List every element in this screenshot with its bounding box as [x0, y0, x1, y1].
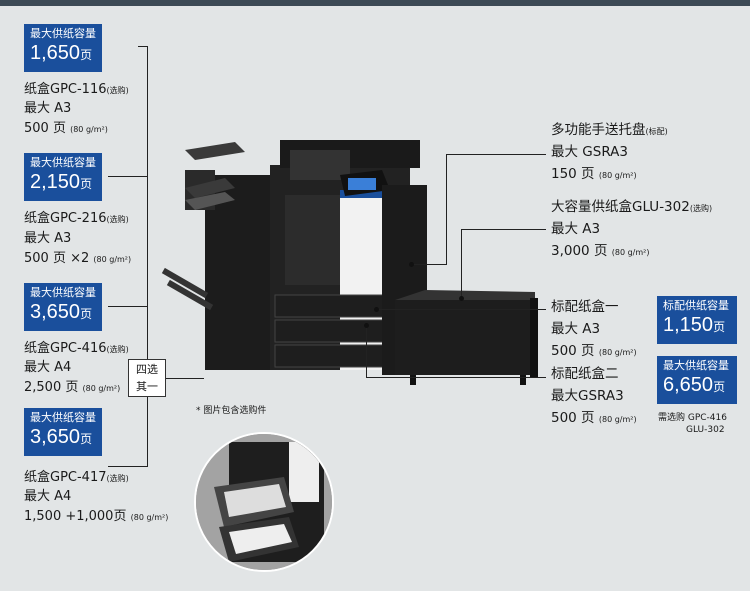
bracket-tick — [108, 466, 148, 467]
pointer-line — [166, 378, 204, 379]
connector-line — [461, 229, 462, 299]
max-capacity-badge: 最大供纸容量 6,650页 — [657, 356, 737, 404]
right-size-2: 最大 A3 — [551, 221, 601, 237]
connector-line — [461, 229, 546, 230]
pick-one-label: 四选 其一 — [128, 359, 166, 397]
tray-size-2: 最大 A3 — [24, 231, 72, 246]
tray-name-1: 纸盒GPC-116(选购) — [24, 82, 129, 97]
right-size-3: 最大 A3 — [551, 321, 601, 337]
bracket-line — [147, 46, 148, 466]
printer-image — [161, 140, 538, 385]
tray-cap-1: 500 页 (80 g/m²) — [24, 121, 108, 136]
tray-size-3: 最大 A4 — [24, 360, 72, 375]
bracket-tick — [108, 176, 148, 177]
connector-line — [366, 377, 546, 378]
connector-line — [413, 264, 447, 265]
options-note: * 图片包含选购件 — [196, 406, 267, 416]
connector-dot — [409, 262, 414, 267]
bracket-tick — [108, 306, 148, 307]
standard-capacity-badge: 标配供纸容量 1,150页 — [657, 296, 737, 344]
connector-line — [446, 154, 447, 264]
drawer-closeup-image — [194, 432, 334, 572]
tray-name-4: 纸盒GPC-417(选购) — [24, 470, 129, 485]
capacity-badge-3: 最大供纸容量 3,650页 — [24, 283, 102, 331]
right-size-1: 最大 GSRA3 — [551, 144, 628, 160]
right-name-2: 大容量供纸盒GLU-302(选购) — [551, 199, 713, 215]
bracket-tick — [138, 46, 148, 47]
capacity-badge-4: 最大供纸容量 3,650页 — [24, 408, 102, 456]
tray-cap-3: 2,500 页 (80 g/m²) — [24, 380, 121, 395]
capacity-badge-2: 最大供纸容量 2,150页 — [24, 153, 102, 201]
right-cap-4: 500 页 (80 g/m²) — [551, 410, 637, 426]
top-bar — [0, 0, 750, 6]
connector-dot — [374, 307, 379, 312]
capacity-badge-1: 最大供纸容量 1,650页 — [24, 24, 102, 72]
right-note-1: 需选购 GPC-416 — [658, 413, 727, 423]
connector-dot — [364, 323, 369, 328]
right-name-4: 标配纸盒二 — [551, 366, 619, 382]
connector-line — [446, 154, 546, 155]
tray-name-2: 纸盒GPC-216(选购) — [24, 211, 129, 226]
right-size-4: 最大GSRA3 — [551, 388, 624, 404]
tray-cap-4: 1,500 +1,000页 (80 g/m²) — [24, 509, 169, 524]
right-cap-2: 3,000 页 (80 g/m²) — [551, 243, 650, 259]
tray-size-4: 最大 A4 — [24, 489, 72, 504]
right-note-2: GLU-302 — [686, 425, 725, 435]
right-name-1: 多功能手送托盘(标配) — [551, 122, 668, 138]
right-name-3: 标配纸盒一 — [551, 299, 619, 315]
tray-cap-2: 500 页 ×2 (80 g/m²) — [24, 251, 132, 266]
right-cap-1: 150 页 (80 g/m²) — [551, 166, 637, 182]
right-cap-3: 500 页 (80 g/m²) — [551, 343, 637, 359]
connector-line — [378, 309, 546, 310]
connector-dot — [459, 296, 464, 301]
tray-size-1: 最大 A3 — [24, 101, 72, 116]
connector-line — [366, 325, 367, 378]
tray-name-3: 纸盒GPC-416(选购) — [24, 341, 129, 356]
